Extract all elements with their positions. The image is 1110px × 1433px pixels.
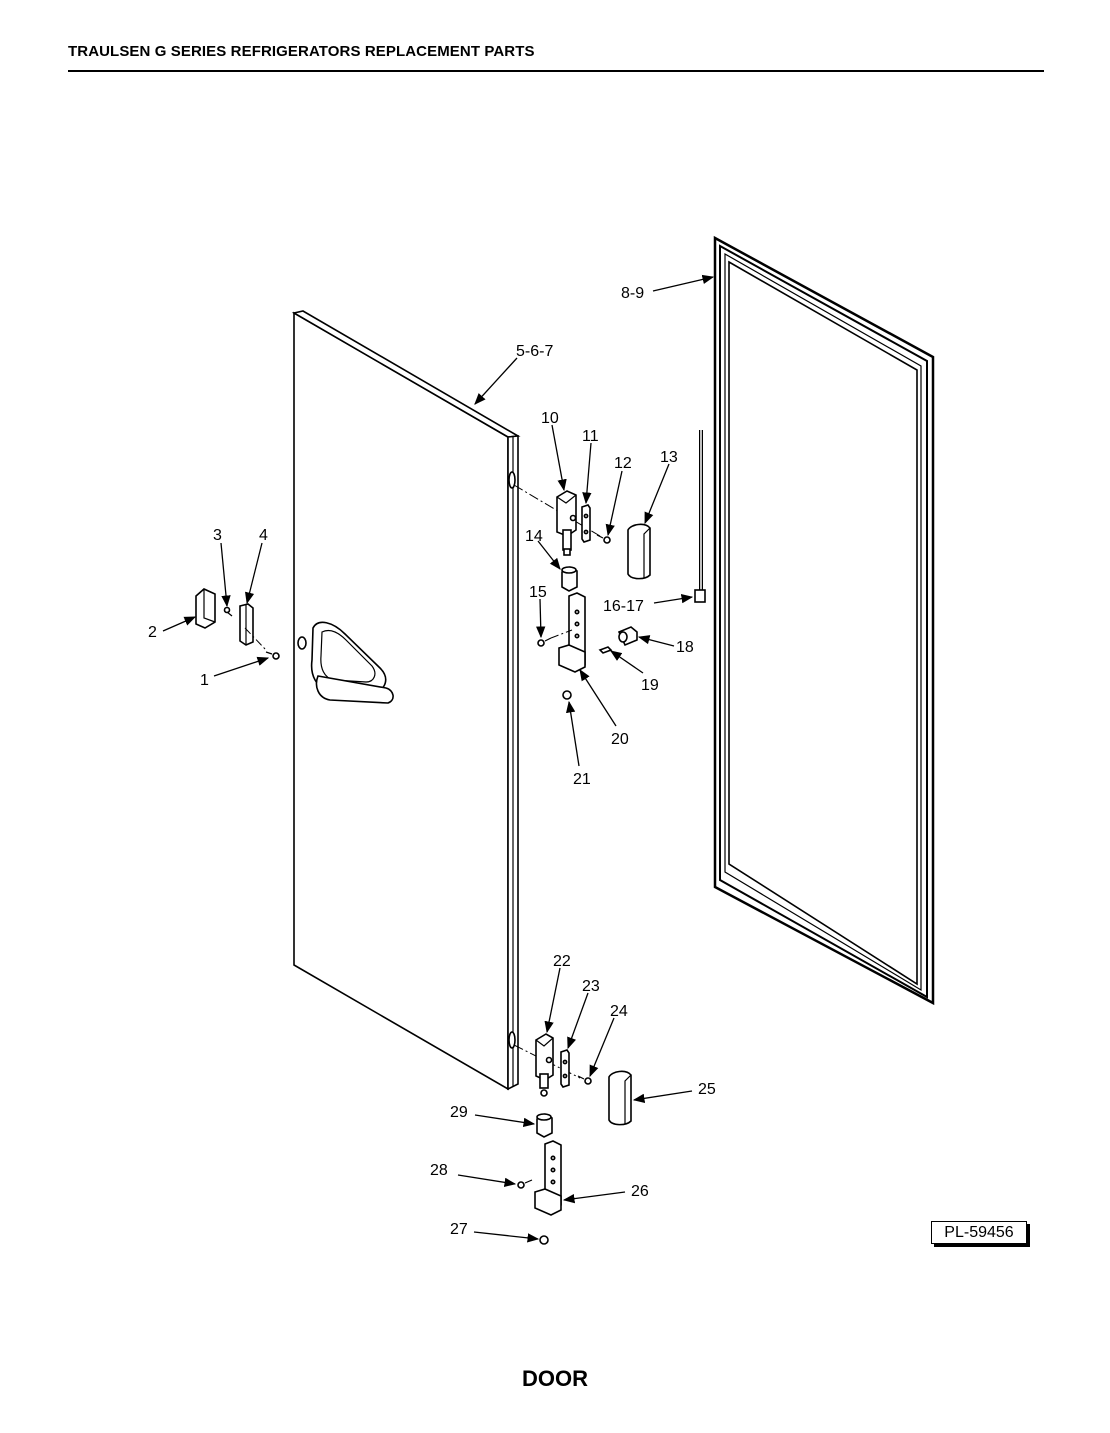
callout-3: 3 xyxy=(213,527,222,544)
lower-hinge-assembly xyxy=(517,1033,632,1245)
diagram-caption: DOOR xyxy=(522,1366,588,1391)
callout-24: 24 xyxy=(610,1003,628,1020)
callout-12: 12 xyxy=(614,455,632,472)
callout-labels: 1 2 3 4 5-6-7 8-9 10 11 12 13 14 15 16-1… xyxy=(148,285,716,1238)
callout-5-6-7: 5-6-7 xyxy=(516,343,553,360)
callout-21: 21 xyxy=(573,771,591,788)
callout-26: 26 xyxy=(631,1183,649,1200)
plate-number: PL-59456 xyxy=(944,1224,1014,1241)
callout-25: 25 xyxy=(698,1081,716,1098)
leader-lines xyxy=(162,274,715,1243)
callout-13: 13 xyxy=(660,449,678,466)
door-panel xyxy=(291,310,601,1091)
callout-1: 1 xyxy=(200,672,209,689)
callout-22: 22 xyxy=(553,953,571,970)
page-header: TRAULSEN G SERIES REFRIGERATORS REPLACEM… xyxy=(68,42,1044,72)
handle-mount-parts xyxy=(195,588,280,660)
callout-18: 18 xyxy=(676,639,694,656)
callout-4: 4 xyxy=(259,527,268,544)
callout-14: 14 xyxy=(525,528,543,545)
callout-11: 11 xyxy=(582,428,599,445)
callout-8-9: 8-9 xyxy=(621,285,644,302)
callout-16-17: 16-17 xyxy=(603,598,644,615)
door-gasket xyxy=(713,235,935,1006)
callout-15: 15 xyxy=(529,584,547,601)
callout-20: 20 xyxy=(611,731,629,748)
page-title: TRAULSEN G SERIES REFRIGERATORS REPLACEM… xyxy=(68,43,535,60)
callout-2: 2 xyxy=(148,624,157,641)
callout-27: 27 xyxy=(450,1221,468,1238)
callout-29: 29 xyxy=(450,1104,468,1121)
callout-28: 28 xyxy=(430,1162,448,1179)
upper-hinge-assembly xyxy=(537,430,706,700)
callout-19: 19 xyxy=(641,677,659,694)
callout-23: 23 xyxy=(582,978,600,995)
plate-number-box: PL-59456 xyxy=(931,1221,1027,1244)
callout-10: 10 xyxy=(541,410,559,427)
